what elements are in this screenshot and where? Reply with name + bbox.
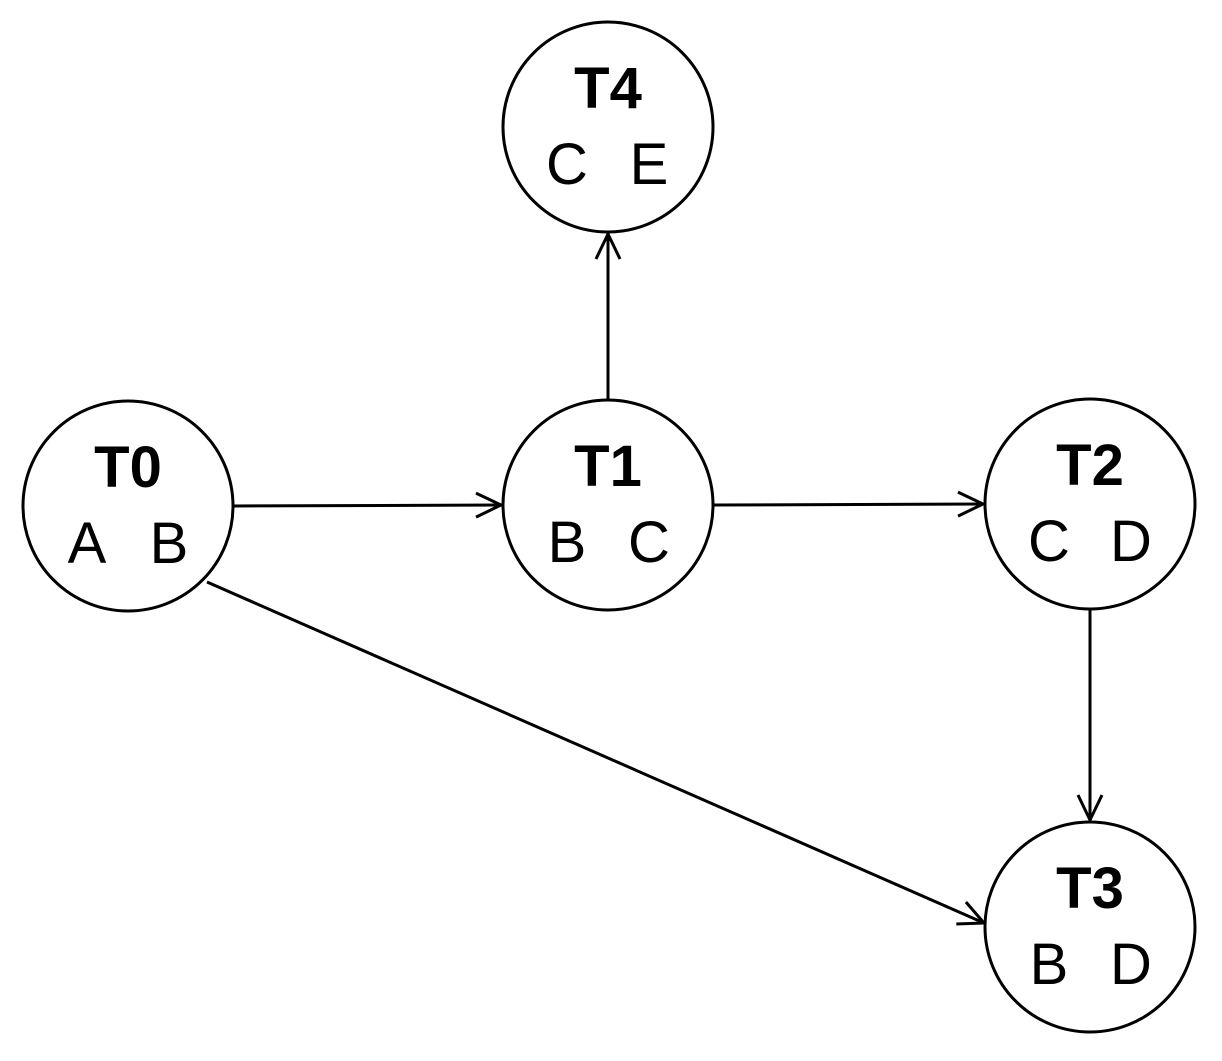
edge-T1-T2 [712, 504, 983, 505]
node-item: D [1110, 932, 1152, 997]
edge-T0-T1 [232, 505, 501, 506]
node-item: C [628, 510, 670, 575]
node-title: T1 [574, 434, 642, 499]
node-T1: T1 B C [501, 398, 715, 612]
node-T4: T4 C E [501, 20, 715, 234]
node-item: B [1030, 932, 1069, 997]
node-circle [501, 20, 715, 234]
edges [206, 234, 1090, 923]
node-title: T0 [94, 435, 162, 500]
node-title: T4 [574, 56, 642, 121]
node-item: B [150, 511, 189, 576]
node-T3: T3 B D [983, 820, 1197, 1034]
node-item: C [546, 132, 588, 197]
node-item: B [548, 510, 587, 575]
node-item: A [68, 511, 107, 576]
node-item: C [1028, 509, 1070, 574]
node-circle [983, 397, 1197, 611]
node-item: D [1110, 509, 1152, 574]
node-T0: T0 A B [21, 399, 235, 613]
node-title: T2 [1056, 433, 1124, 498]
node-T2: T2 C D [983, 397, 1197, 611]
node-circle [983, 820, 1197, 1034]
node-circle [501, 398, 715, 612]
node-circle [21, 399, 235, 613]
node-item: E [630, 132, 669, 197]
edge-T0-T3 [206, 580, 984, 923]
node-title: T3 [1056, 856, 1124, 921]
